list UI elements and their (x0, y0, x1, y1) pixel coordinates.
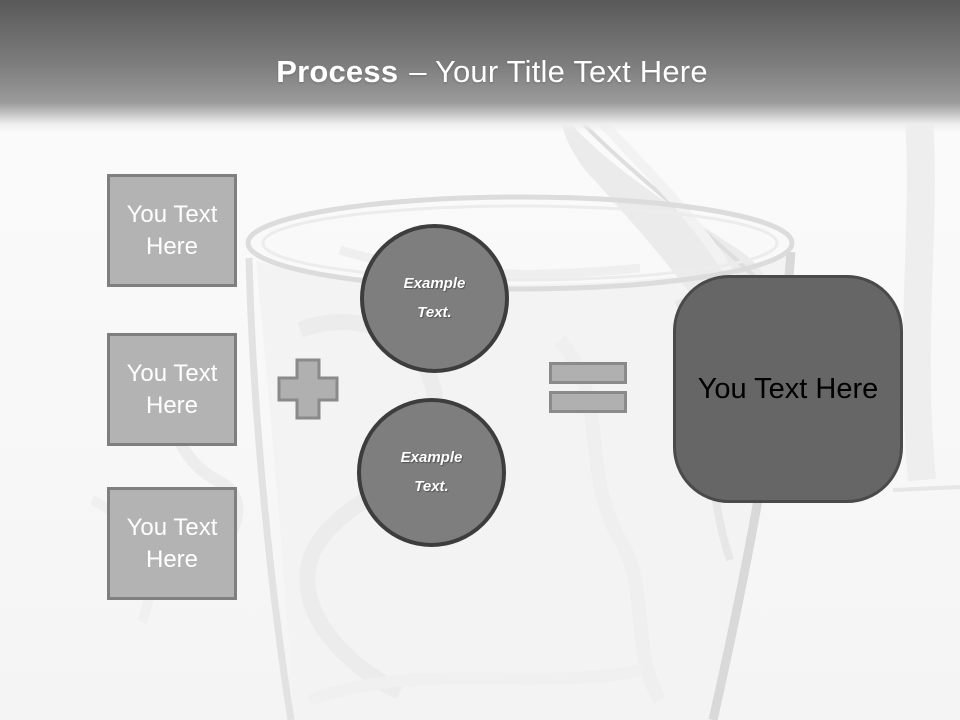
result-box: You Text Here (673, 275, 903, 503)
slide-title: Process – Your Title Text Here (276, 54, 708, 90)
example-circle-1: Example Text. (360, 224, 509, 373)
title-keyword: Process (276, 54, 399, 89)
title-subtitle: – Your Title Text Here (409, 54, 708, 89)
input-box-2: You Text Here (107, 333, 237, 446)
input-box-1-label: You Text Here (126, 200, 218, 260)
example-circle-2: Example Text. (357, 398, 506, 547)
title-bar: Process – Your Title Text Here (0, 0, 960, 132)
input-box-3: You Text Here (107, 487, 237, 600)
equals-bottom-bar (549, 391, 627, 413)
equals-top-bar (549, 362, 627, 384)
result-box-label: You Text Here (697, 372, 879, 405)
input-box-2-label: You Text Here (126, 359, 218, 419)
plus-icon (277, 358, 339, 420)
input-box-3-label: You Text Here (126, 513, 218, 573)
input-box-1: You Text Here (107, 174, 237, 287)
example-circle-2-label: Example Text. (400, 449, 463, 495)
equals-icon (549, 362, 627, 413)
example-circle-1-label: Example Text. (403, 275, 466, 321)
